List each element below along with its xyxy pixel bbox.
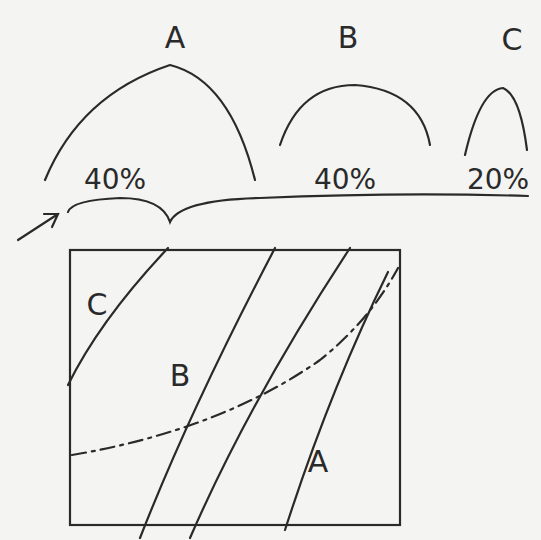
boundary-a <box>285 272 388 530</box>
fold-letter: B <box>338 23 359 53</box>
brace <box>68 194 528 222</box>
percentage: 20% <box>467 166 529 194</box>
region-letter: A <box>308 447 329 477</box>
arch-c <box>465 88 527 155</box>
fold-letter: A <box>165 23 186 53</box>
percentage: 40% <box>84 166 146 194</box>
boundary-b1 <box>140 248 275 538</box>
arrow <box>18 214 58 240</box>
region-letter: B <box>170 361 191 391</box>
axis-line <box>72 268 398 455</box>
boundary-b2 <box>190 248 350 538</box>
percentage: 40% <box>314 166 376 194</box>
arch-a <box>45 65 255 180</box>
region-letter: C <box>87 290 108 320</box>
boundary-c <box>68 248 168 385</box>
block-outline <box>70 250 400 525</box>
arch-b <box>280 85 430 145</box>
fold-letter: C <box>502 25 523 55</box>
